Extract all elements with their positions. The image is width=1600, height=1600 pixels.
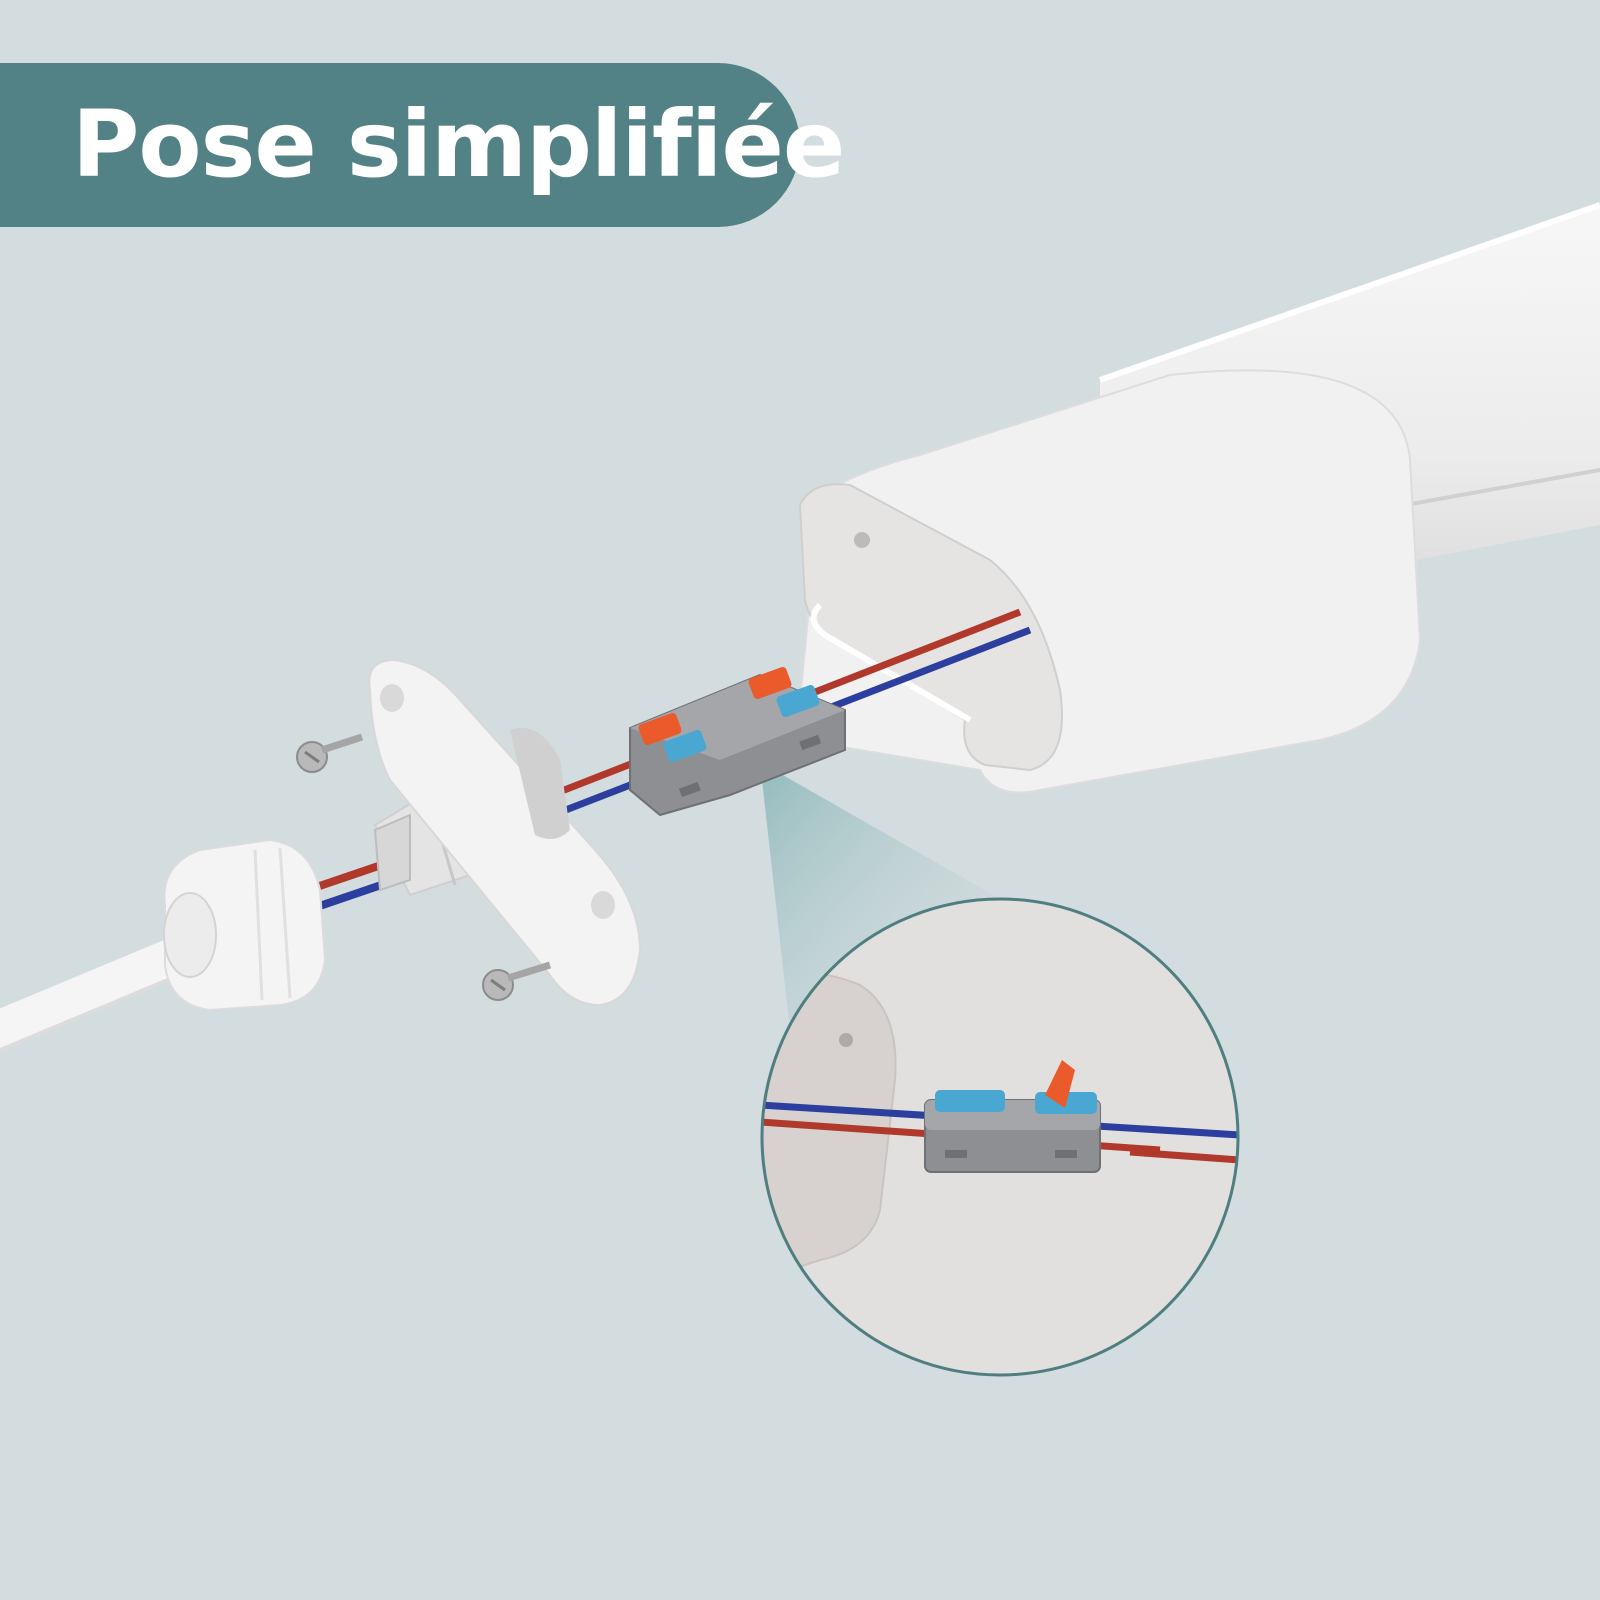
lever-blue-1: [663, 729, 707, 763]
screw-top: [296, 733, 364, 773]
zoom-lever-connector: [924, 1060, 1101, 1173]
mounting-bracket: [368, 658, 642, 1007]
banner-title: Pose simplifiée: [72, 91, 845, 198]
lever-blue-2: [776, 684, 820, 718]
screw-bottom: [482, 961, 552, 1001]
zoom-inset: [760, 897, 1240, 1377]
lever-orange-2: [748, 666, 792, 700]
lever-connector: [629, 666, 846, 817]
title-banner: Pose simplifiée: [0, 63, 845, 227]
zoom-cone: [760, 762, 1000, 1030]
tube-end-cap: [797, 369, 1422, 794]
power-cable: [0, 935, 200, 1050]
cable-gland-nut: [163, 838, 327, 1012]
lever-orange-1: [638, 712, 682, 746]
